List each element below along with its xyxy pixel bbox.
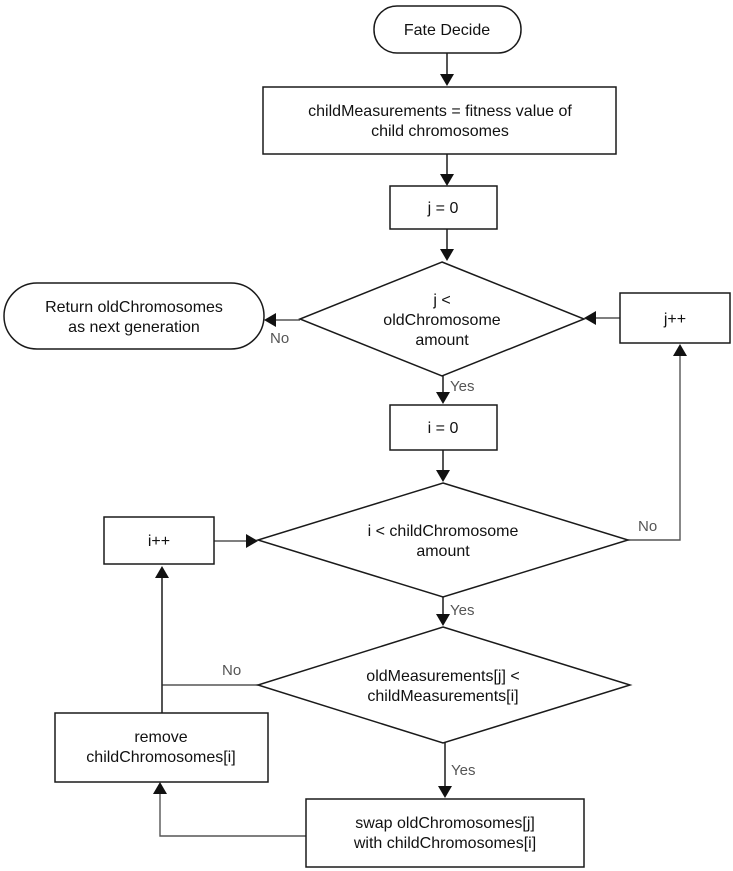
node-i-inc-label: i++ [148, 533, 170, 550]
edge-i-check-yes-to-compare [436, 597, 450, 626]
edge-label-i-check-no: No [638, 518, 657, 535]
node-remove-line2: childChromosomes[i] [86, 749, 235, 766]
node-remove: remove childChromosomes[i] [54, 712, 269, 783]
edge-measurements-to-j-init [440, 154, 454, 186]
edge-label-i-check-yes: Yes [450, 602, 474, 619]
node-child-measurements-line1: childMeasurements = fitness value of [308, 103, 572, 120]
node-j-check: j < oldChromosome amount [297, 261, 587, 377]
node-remove-line1: remove [134, 729, 187, 746]
edge-label-compare-no: No [222, 662, 241, 679]
node-swap: swap oldChromosomes[j] with childChromos… [305, 798, 585, 868]
node-return-line1: Return oldChromosomes [45, 299, 223, 316]
node-i-check: i < childChromosome amount [255, 482, 631, 598]
edge-i-init-to-i-check [436, 450, 450, 482]
node-swap-line1: swap oldChromosomes[j] [355, 815, 535, 832]
edge-i-check-no-to-j-inc [628, 344, 687, 541]
edge-start-to-measurements [440, 53, 454, 86]
node-child-measurements-line2: child chromosomes [371, 123, 509, 140]
edge-label-j-check-yes: Yes [450, 378, 474, 395]
node-i-check-line2: amount [416, 543, 470, 560]
node-start: Fate Decide [373, 5, 522, 54]
node-compare-line1: oldMeasurements[j] < [366, 668, 519, 685]
node-start-label: Fate Decide [404, 22, 490, 39]
node-j-check-line3: amount [415, 332, 469, 349]
node-j-init: j = 0 [389, 185, 498, 230]
node-i-check-line1: i < childChromosome [368, 523, 519, 540]
node-j-init-label: j = 0 [427, 200, 459, 217]
node-i-init: i = 0 [389, 404, 498, 451]
node-swap-line2: with childChromosomes[i] [353, 835, 536, 852]
node-j-inc-label: j++ [663, 311, 686, 328]
edge-compare-yes-to-swap [438, 742, 452, 798]
edge-label-j-check-no: No [270, 330, 289, 347]
edge-label-compare-yes: Yes [451, 762, 475, 779]
edge-compare-no-to-i-inc [155, 566, 258, 713]
edge-j-inc-to-j-check [584, 311, 620, 325]
node-i-init-label: i = 0 [428, 420, 459, 437]
node-return: Return oldChromosomes as next generation [3, 282, 265, 350]
node-j-inc: j++ [619, 292, 731, 344]
edge-j-check-no-to-return [264, 313, 300, 327]
edge-i-inc-to-i-check [214, 534, 258, 548]
node-compare-line2: childMeasurements[i] [367, 688, 518, 705]
node-child-measurements: childMeasurements = fitness value of chi… [262, 86, 617, 155]
node-i-inc: i++ [103, 516, 215, 565]
edge-j-check-yes-to-i-init [436, 376, 450, 404]
node-return-line2: as next generation [68, 319, 200, 336]
node-j-check-line1: j < [432, 292, 450, 309]
edge-swap-to-remove [153, 782, 306, 837]
edge-j-init-to-j-check [440, 229, 454, 261]
node-compare: oldMeasurements[j] < childMeasurements[i… [255, 626, 633, 744]
node-j-check-line2: oldChromosome [383, 312, 500, 329]
